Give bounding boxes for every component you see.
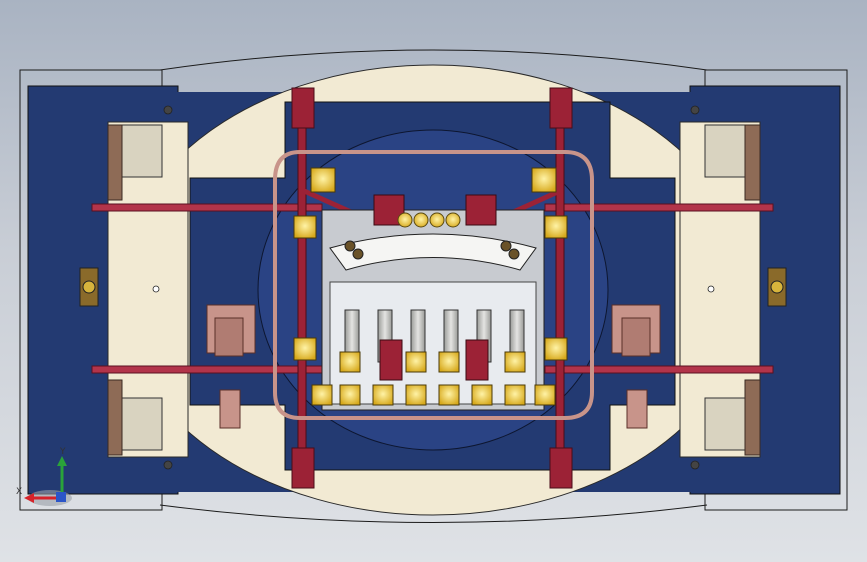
yellow-clamps xyxy=(293,167,568,406)
copper-tube xyxy=(273,150,594,420)
horizontal-rods xyxy=(91,203,774,374)
x-axis-label: X xyxy=(16,487,22,497)
side-latch-left xyxy=(79,267,99,307)
coordinate-triad: Y X xyxy=(16,447,72,506)
side-latch-right xyxy=(767,267,787,307)
y-axis-label: Y xyxy=(59,447,66,457)
top-clamp-row xyxy=(344,194,520,260)
vertical-brackets xyxy=(291,87,573,489)
brown-brackets xyxy=(107,124,761,456)
mount-holes xyxy=(152,105,715,470)
outer-outline xyxy=(19,49,848,523)
pin-columns xyxy=(344,309,525,381)
copper-blocks xyxy=(206,304,661,429)
